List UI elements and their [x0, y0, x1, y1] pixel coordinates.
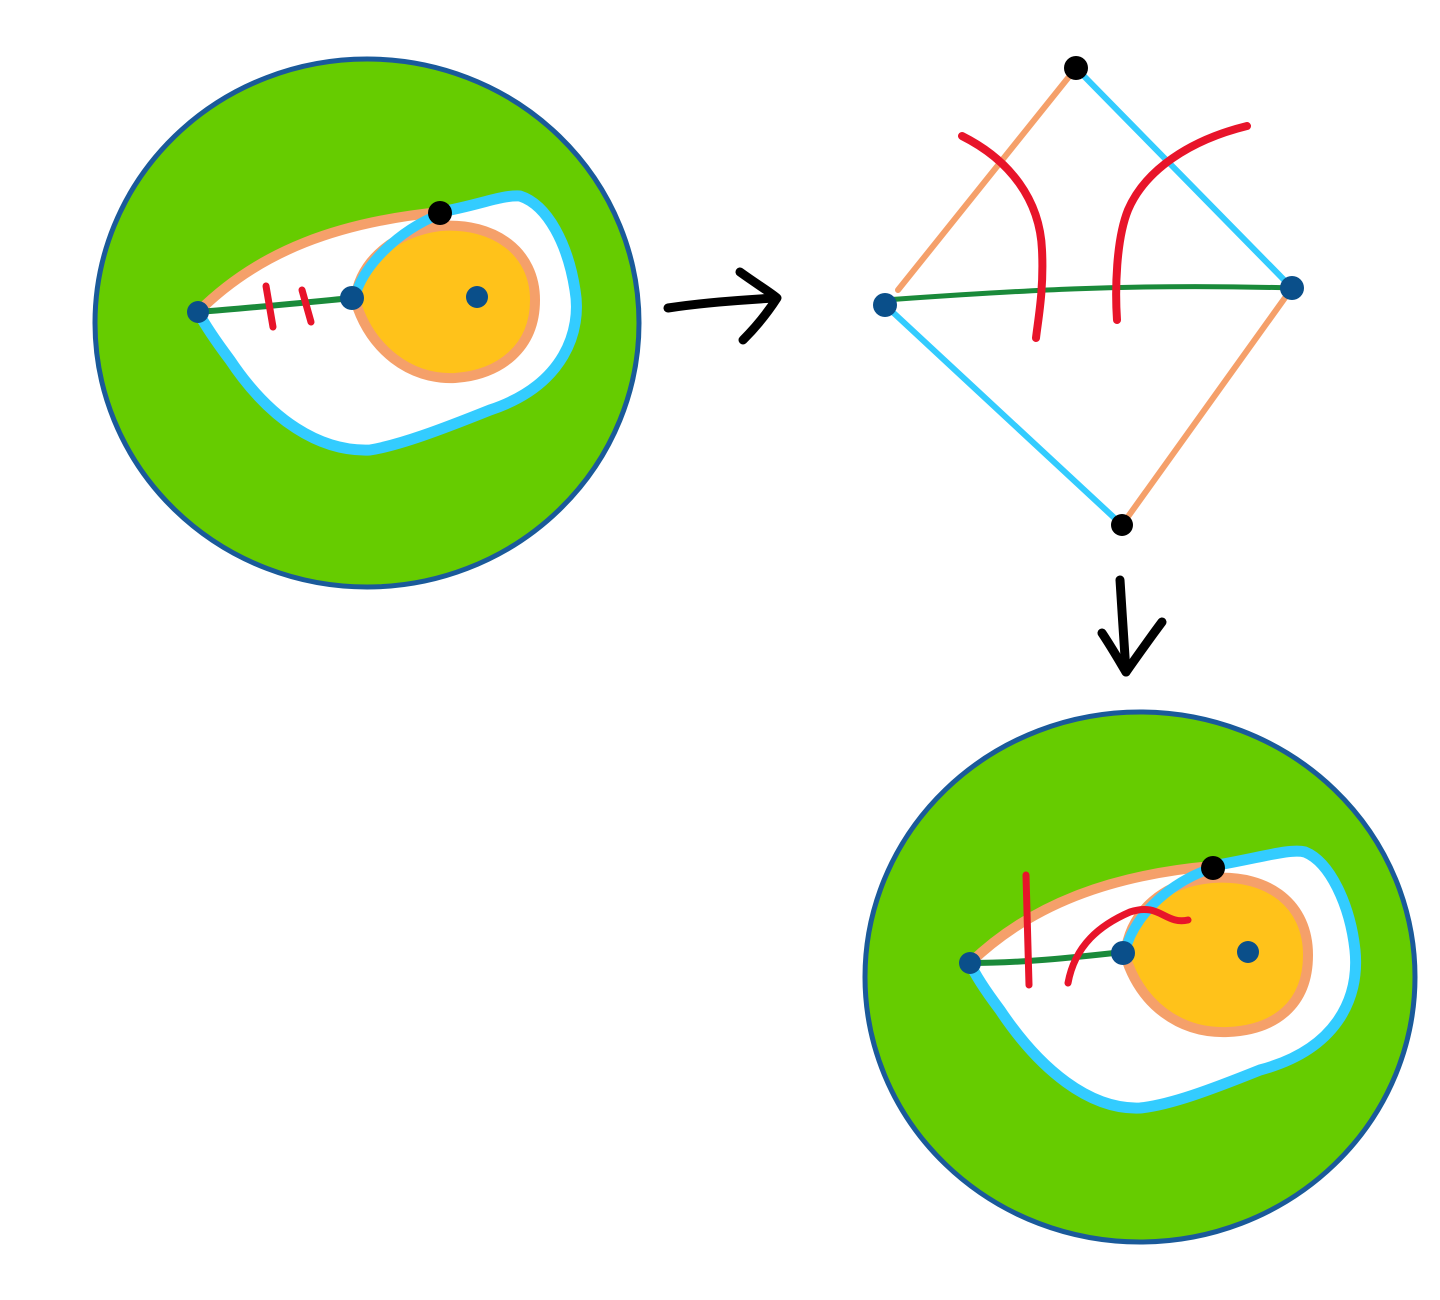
black-vertex-top [428, 201, 452, 225]
initial-disk-panel [92, 56, 642, 590]
edge-bottom-left-cyan [882, 302, 1125, 528]
green-arc [195, 295, 355, 315]
blue-vertex-inner [1111, 941, 1135, 965]
resulting-disk-panel [862, 709, 1418, 1245]
black-vertex-top [1064, 56, 1088, 80]
red-tick-1 [262, 282, 277, 331]
blue-vertex-inner [340, 286, 364, 310]
orange-boundary [193, 207, 445, 317]
red-curve-right [1112, 122, 1251, 324]
blue-vertex-center [1237, 941, 1259, 963]
rectangle-view-panel [873, 56, 1304, 536]
green-arc [967, 949, 1126, 966]
blue-vertex-left [873, 293, 897, 317]
cyan-boundary [192, 190, 582, 456]
blue-vertex-center [466, 286, 488, 308]
green-diagonal [882, 284, 1295, 303]
edge-top-left-orange [895, 65, 1079, 293]
black-vertex-bottom [1111, 514, 1133, 536]
cyan-inner-arc [1120, 863, 1217, 957]
orange-boundary [965, 861, 1217, 968]
blue-vertex-left [959, 952, 981, 974]
red-curve-left [958, 132, 1047, 342]
black-vertex-top [1201, 856, 1225, 880]
red-tick-2 [298, 286, 315, 326]
red-curve [1064, 906, 1192, 987]
blue-vertex-right [1280, 276, 1304, 300]
red-line-vertical [1022, 871, 1033, 989]
right-arrow-icon [663, 267, 782, 345]
down-arrow-icon [1097, 575, 1167, 677]
edge-top-right-cyan [1073, 65, 1295, 291]
blue-vertex-left [187, 301, 209, 323]
edge-bottom-right-orange [1119, 285, 1295, 528]
cyan-boundary [964, 845, 1362, 1114]
